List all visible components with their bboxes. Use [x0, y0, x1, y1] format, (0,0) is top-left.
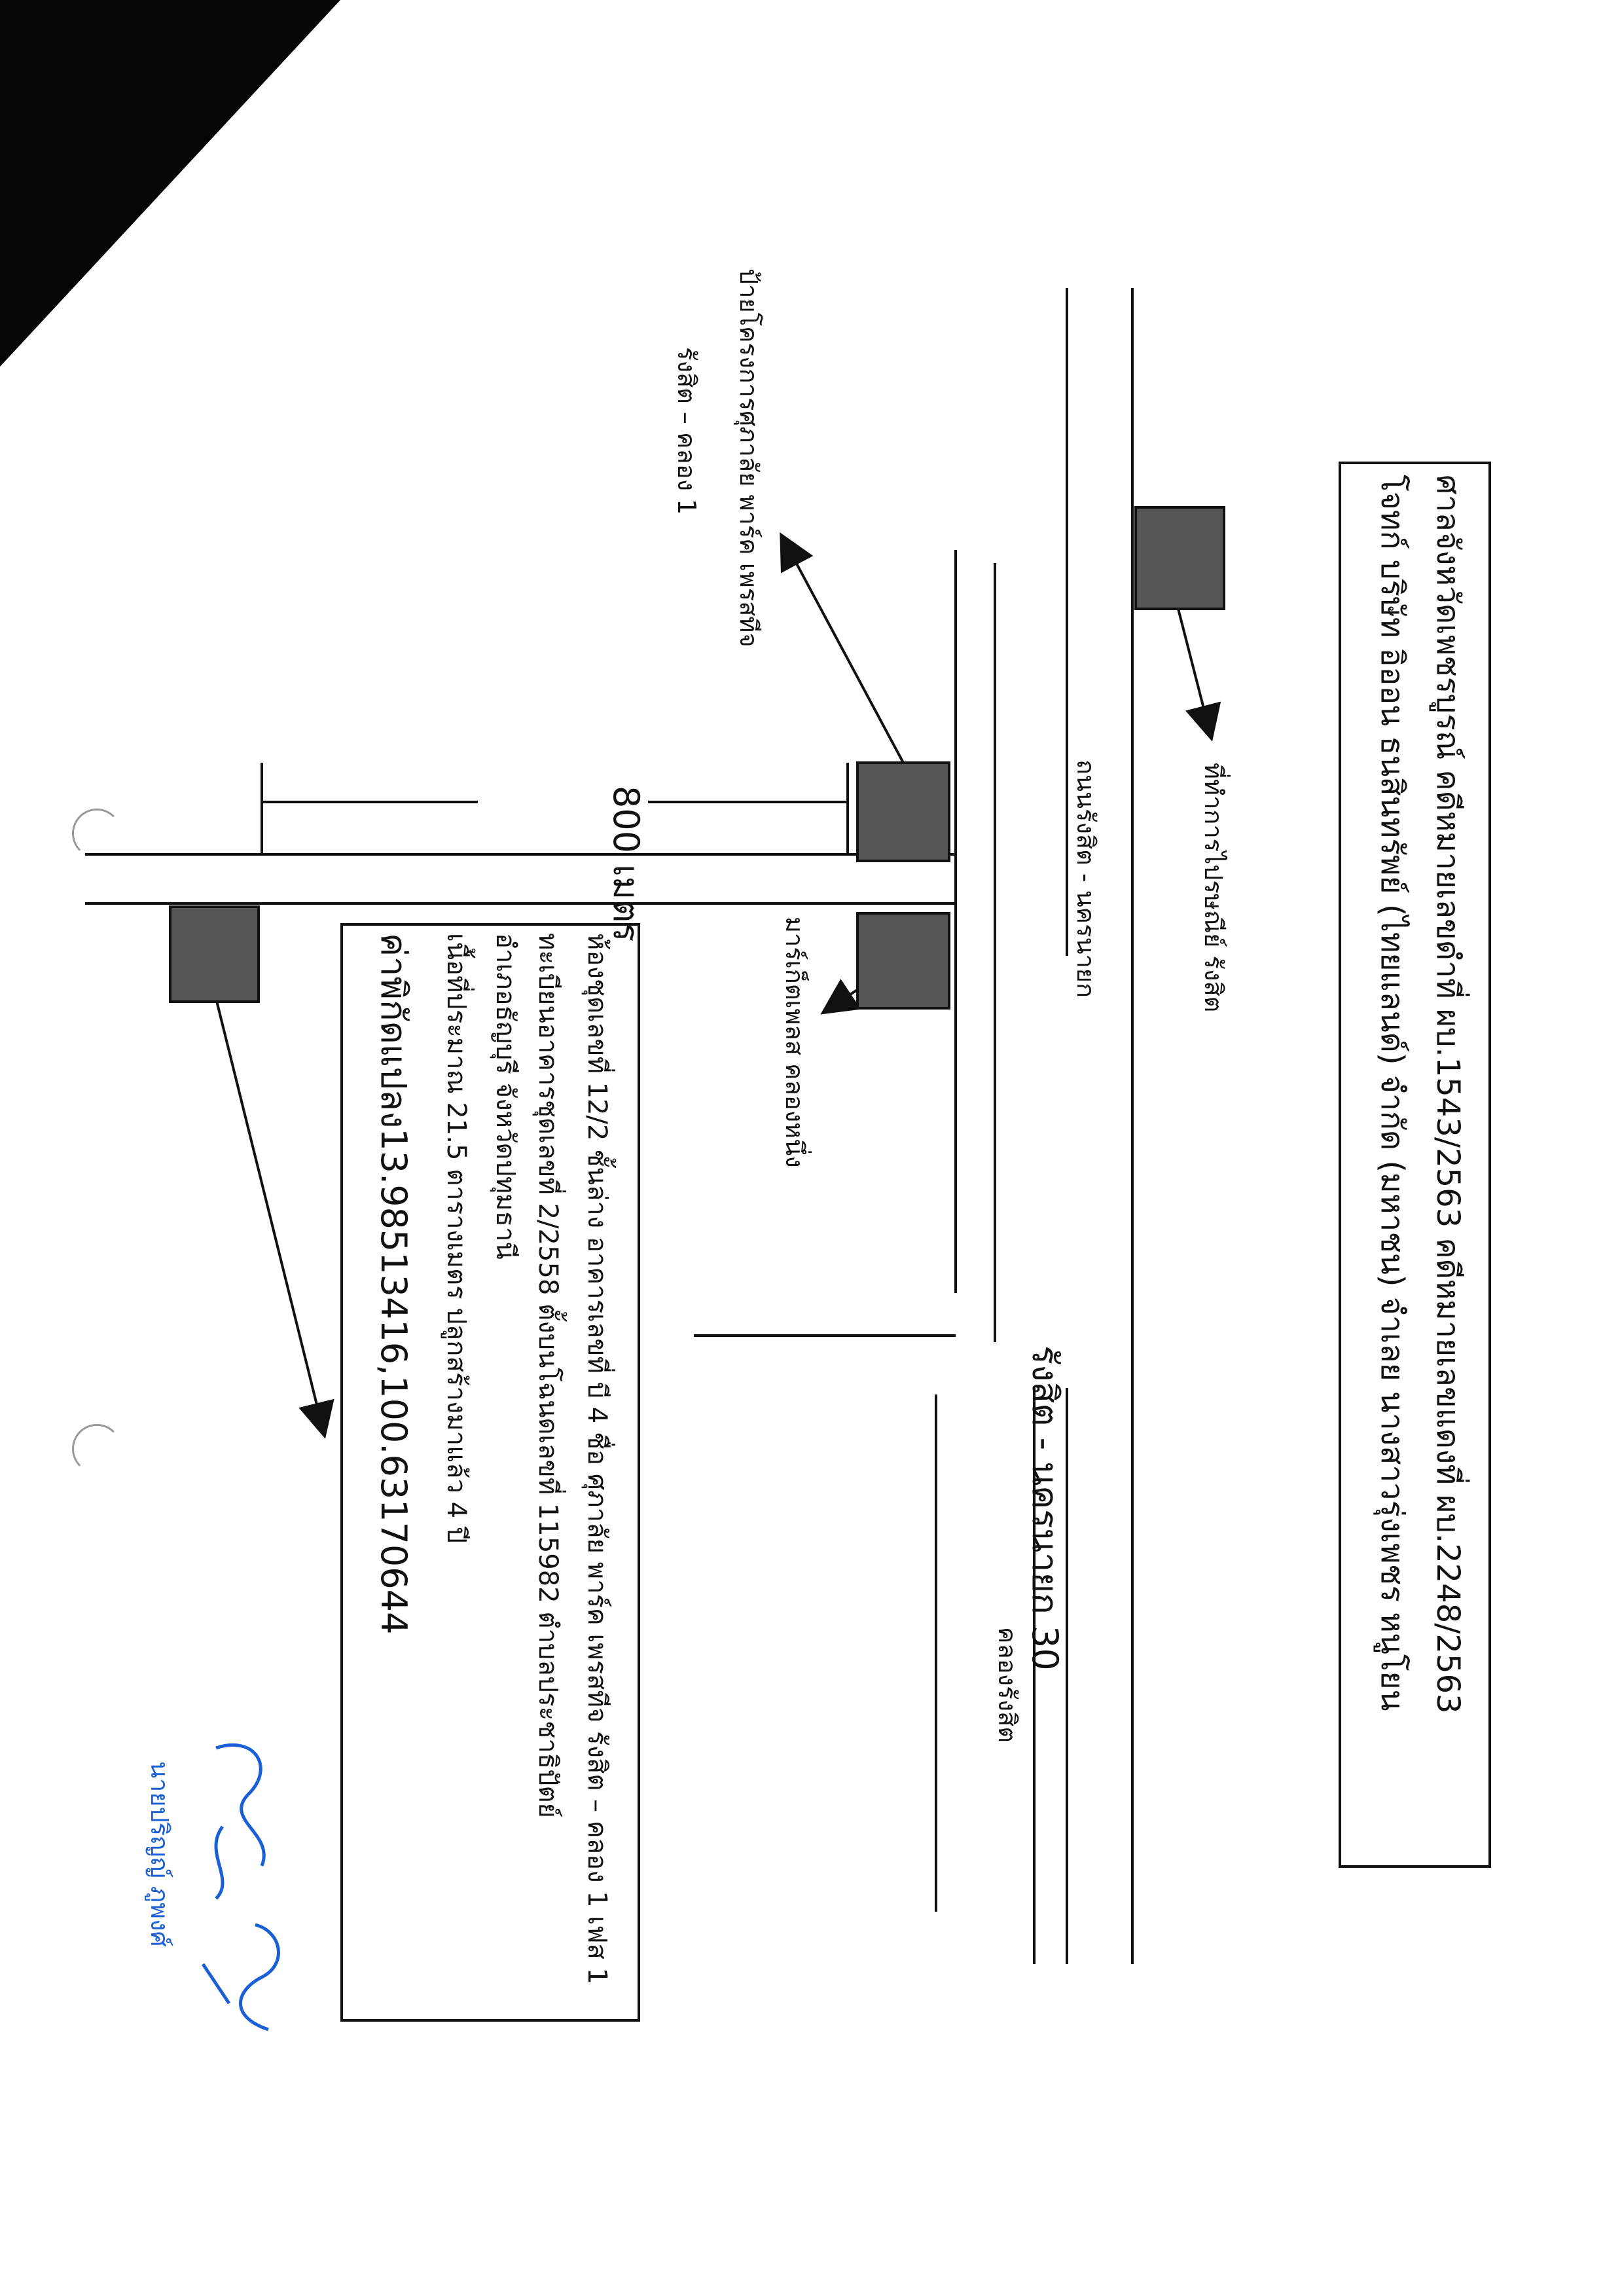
market-label: มาร์เก็ตเพลส คลองหนึ่ง [780, 917, 809, 1168]
signature-mark [201, 1743, 280, 2032]
property-info-line3: อำเภอธัญบุรี จังหวัดปทุมธานี [490, 933, 520, 1260]
main-road-label: ถนนรังสิต - นครนายก [1072, 759, 1100, 998]
case-header-line2: โจทก์ บริษัท อิออน ธนสินทรัพย์ (ไทยแลนด์… [1374, 475, 1411, 1711]
property-info-line4: เนื้อที่ประมาณ 21.5 ตารางเมตร ปลูกสร้างม… [441, 933, 471, 1544]
project-sign-building [856, 761, 950, 862]
property-building [169, 905, 260, 1003]
arrow-project-sign [780, 532, 905, 763]
project-sign-label: ป้ายโครงการศุภาลัย พาร์ค เพรสทีจ [734, 268, 763, 647]
soi-label: รังสิต - นครนายก 30 [1024, 1345, 1066, 1671]
post-office-label: ที่ทำการไปรษณีย์ รังสิต [1199, 763, 1228, 1013]
case-header-box [1339, 462, 1491, 1868]
distance-label: 800 เมตร [605, 786, 647, 942]
punch-hole-mark [72, 1424, 122, 1474]
punch-hole-mark [72, 809, 122, 858]
property-info-line1: ห้องชุดเลขที่ 12/2 ชั้นล่าง อาคารเลขที่ … [582, 933, 612, 1985]
canal-label: คลองรังสิต [993, 1627, 1022, 1743]
scan-dark-corner [0, 0, 340, 367]
property-info-box [340, 923, 640, 2022]
project-sign-label-line2: รังสิต – คลอง 1 [672, 347, 701, 515]
case-header-line1: ศาลจังหวัดเพชรบูรณ์ คดีหมายเลขดำที่ ผบ.1… [1430, 475, 1466, 1714]
market-building [856, 912, 950, 1010]
arrow-property [215, 998, 334, 1439]
post-office-building [1134, 506, 1225, 610]
property-info-line5: ค่าพิกัดแปลง13.98513416,100.63170644 [373, 933, 414, 1635]
property-info-line2: ทะเบียนอาคารชุดเลขที่ 2/2558 ตั้งบนโฉนดเ… [533, 933, 563, 1818]
arrow-post-office [1177, 608, 1221, 742]
signature-name: นายปริญญ์ ภูพงศ์ [145, 1761, 174, 1947]
